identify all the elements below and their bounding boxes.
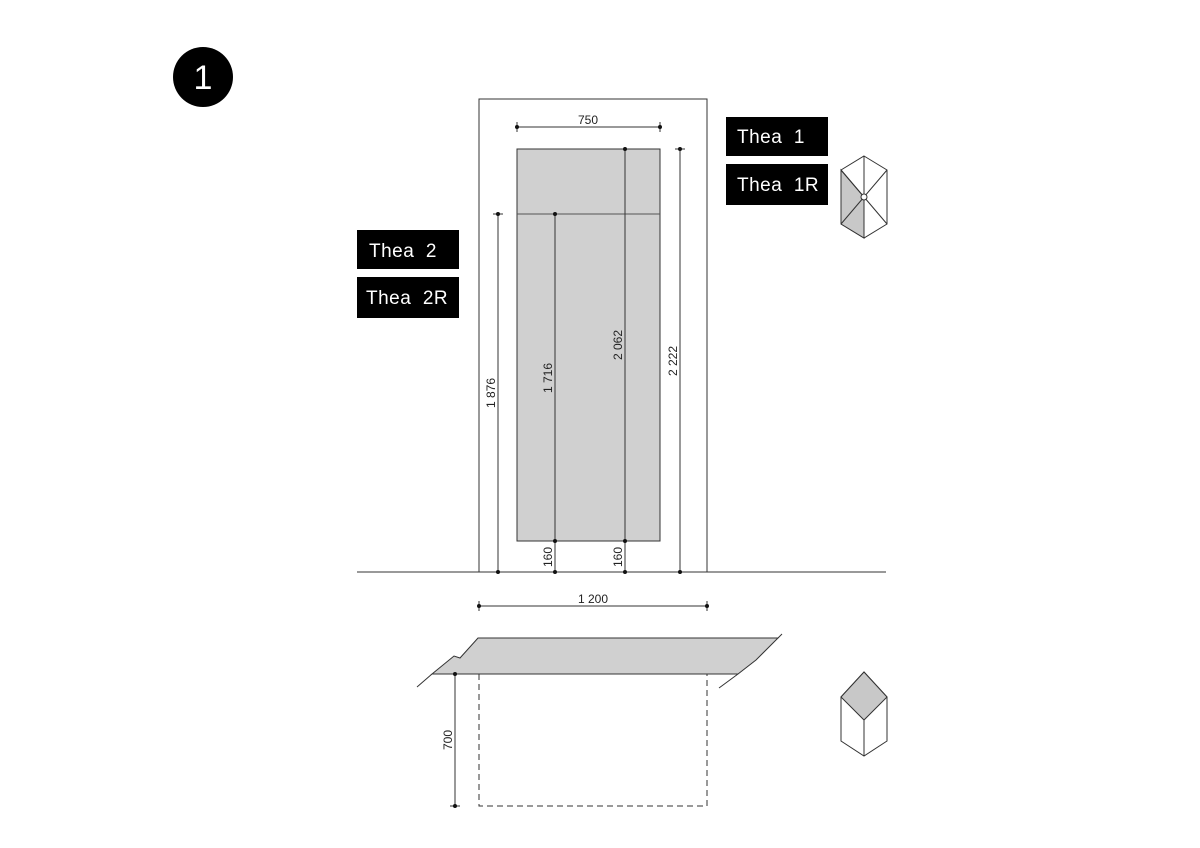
dimension-left-height-label: 1 876	[484, 378, 498, 408]
dimension-depth-label: 700	[441, 730, 455, 750]
dimension-lower-height-label: 1 716	[541, 363, 555, 393]
plan-countertop	[416, 633, 783, 689]
dimension-offset-b-label: 160	[611, 547, 625, 567]
tag-thea-2r: Thea 2R	[357, 277, 459, 318]
door-panel	[516, 148, 661, 542]
dimension-panel-width-label: 750	[578, 113, 598, 127]
dimension-upper-height-label: 2 062	[611, 330, 625, 360]
tag-thea-1r-text: Thea 1R	[737, 175, 819, 196]
niche-outline	[478, 98, 708, 572]
tag-thea-1-text: Thea 1	[737, 127, 805, 148]
dimension-niche-width: 1 200	[477, 592, 709, 611]
tag-thea-1r: Thea 1R	[726, 164, 828, 205]
hexagon-box-front-shaded-icon	[840, 155, 888, 239]
step-badge-number: 1	[194, 59, 213, 97]
dimension-panel-width: 750	[515, 113, 662, 132]
dimension-left-height: 1 876	[484, 212, 503, 574]
dimension-depth: 700	[441, 672, 460, 808]
dimension-niche-width-label: 1 200	[578, 592, 608, 606]
dimension-total-height-label: 2 222	[666, 346, 680, 376]
dimension-lower-height: 1 716	[541, 212, 557, 574]
hexagon-box-top-shaded-icon	[840, 671, 888, 757]
step-badge: 1	[173, 47, 233, 107]
plan-dashed-cabinet	[478, 674, 708, 807]
tag-thea-1: Thea 1	[726, 117, 828, 156]
dimension-total-height: 2 222	[666, 147, 685, 574]
tag-thea-2-text: Thea 2	[369, 241, 437, 262]
dimension-offset-a-label: 160	[541, 547, 555, 567]
dimension-upper-height: 2 062	[611, 147, 627, 574]
tag-thea-2r-text: Thea 2R	[366, 288, 448, 309]
tag-thea-2: Thea 2	[357, 230, 459, 269]
